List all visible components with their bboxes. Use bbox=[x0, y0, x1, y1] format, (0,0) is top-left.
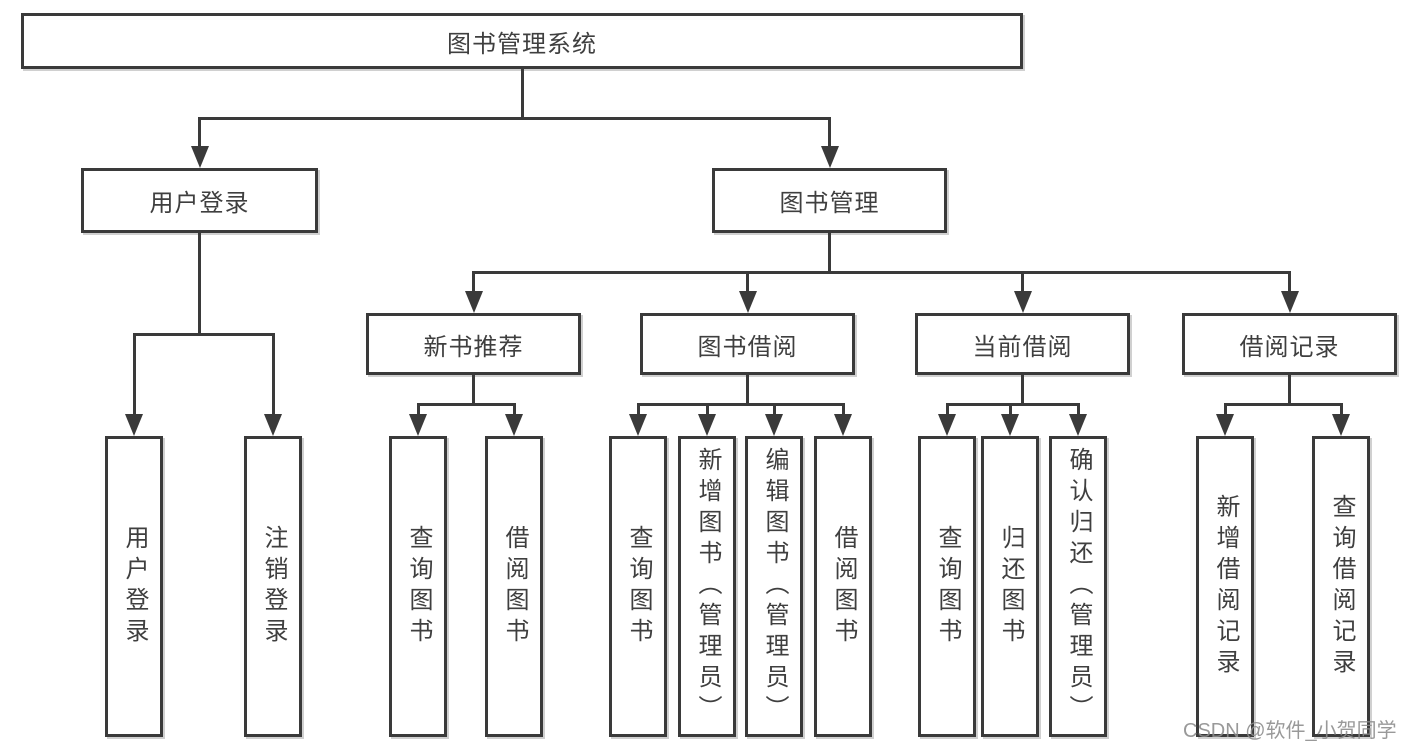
connector-line bbox=[828, 233, 831, 274]
connector-arrowhead bbox=[1001, 414, 1019, 436]
connector-arrowhead bbox=[1216, 414, 1234, 436]
leaf-query-books-recommend: 查询图书 bbox=[389, 436, 447, 737]
connector-line bbox=[1288, 375, 1291, 406]
connector-line bbox=[520, 69, 524, 119]
connector-arrowhead bbox=[505, 414, 523, 436]
connector-line bbox=[945, 403, 949, 414]
node-label: 新增借阅记录 bbox=[1212, 493, 1239, 680]
connector-line bbox=[1223, 403, 1227, 414]
node-book-borrowing: 图书借阅 bbox=[640, 313, 855, 375]
node-label: 用户登录 bbox=[149, 190, 250, 217]
node-label: 借阅记录 bbox=[1239, 333, 1340, 361]
connector-line bbox=[198, 117, 831, 120]
node-label: 新增图书（管理员） bbox=[694, 447, 721, 726]
connector-line bbox=[705, 403, 709, 414]
leaf-query-borrow-record: 查询借阅记录 bbox=[1312, 436, 1370, 737]
connector-line bbox=[772, 403, 776, 414]
connector-line bbox=[746, 271, 749, 291]
node-label: 注销登录 bbox=[260, 524, 287, 649]
connector-line bbox=[132, 333, 136, 414]
leaf-query-books-current: 查询图书 bbox=[918, 436, 976, 737]
leaf-confirm-return-admin: 确认归还（管理员） bbox=[1049, 436, 1107, 737]
connector-line bbox=[472, 271, 1291, 274]
connector-arrowhead bbox=[1332, 414, 1350, 436]
connector-line bbox=[636, 403, 845, 406]
connector-line bbox=[828, 117, 831, 146]
connector-arrowhead bbox=[264, 414, 282, 436]
connector-arrowhead bbox=[464, 291, 483, 313]
node-label: 图书管理系统 bbox=[447, 30, 597, 58]
connector-line bbox=[132, 333, 275, 336]
connector-line bbox=[841, 403, 845, 414]
node-new-book-recommendation: 新书推荐 bbox=[366, 313, 581, 375]
node-label: 借阅图书 bbox=[501, 524, 528, 649]
node-borrowing-records: 借阅记录 bbox=[1182, 313, 1397, 375]
node-label: 查询借阅记录 bbox=[1328, 493, 1355, 680]
connector-line bbox=[1288, 271, 1291, 291]
leaf-add-borrow-record: 新增借阅记录 bbox=[1196, 436, 1254, 737]
connector-line bbox=[1076, 403, 1080, 414]
leaf-logout: 注销登录 bbox=[244, 436, 302, 737]
connector-arrowhead bbox=[698, 414, 716, 436]
connector-line bbox=[1021, 271, 1024, 291]
node-label: 图书管理 bbox=[779, 190, 880, 217]
node-book-management: 图书管理 bbox=[712, 168, 947, 233]
leaf-user-login: 用户登录 bbox=[105, 436, 163, 737]
connector-arrowhead bbox=[629, 414, 647, 436]
leaf-edit-book-admin: 编辑图书（管理员） bbox=[745, 436, 803, 737]
connector-line bbox=[271, 333, 275, 414]
connector-line bbox=[512, 403, 516, 414]
connector-line bbox=[416, 403, 516, 406]
leaf-add-book-admin: 新增图书（管理员） bbox=[678, 436, 736, 737]
node-label: 查询图书 bbox=[625, 524, 652, 649]
connector-line bbox=[198, 233, 201, 336]
node-label: 新书推荐 bbox=[423, 333, 524, 361]
connector-arrowhead bbox=[938, 414, 956, 436]
watermark: CSDN @软件_小贺同学 bbox=[1183, 720, 1397, 742]
connector-line bbox=[1339, 403, 1343, 414]
connector-arrowhead bbox=[765, 414, 783, 436]
connector-line bbox=[472, 271, 475, 291]
connector-line bbox=[416, 403, 420, 414]
leaf-return-books: 归还图书 bbox=[981, 436, 1039, 737]
node-user-login: 用户登录 bbox=[81, 168, 318, 233]
connector-arrowhead bbox=[125, 414, 143, 436]
connector-arrowhead bbox=[820, 146, 839, 168]
connector-line bbox=[198, 117, 201, 146]
connector-line bbox=[746, 375, 749, 406]
connector-line bbox=[945, 403, 1080, 406]
node-label: 查询图书 bbox=[934, 524, 961, 649]
node-label: 确认归还（管理员） bbox=[1065, 447, 1092, 726]
node-label: 用户登录 bbox=[121, 524, 148, 649]
connector-arrowhead bbox=[1013, 291, 1032, 313]
node-label: 编辑图书（管理员） bbox=[761, 447, 788, 726]
node-label: 查询图书 bbox=[405, 524, 432, 649]
node-label: 归还图书 bbox=[997, 524, 1024, 649]
connector-arrowhead bbox=[738, 291, 757, 313]
connector-arrowhead bbox=[190, 146, 209, 168]
leaf-borrow-books: 借阅图书 bbox=[814, 436, 872, 737]
node-library-management-system: 图书管理系统 bbox=[21, 13, 1023, 69]
node-label: 借阅图书 bbox=[830, 524, 857, 649]
connector-line bbox=[1021, 375, 1024, 406]
connector-line bbox=[1223, 403, 1343, 406]
connector-line bbox=[472, 375, 475, 406]
connector-arrowhead bbox=[834, 414, 852, 436]
leaf-borrow-books-recommend: 借阅图书 bbox=[485, 436, 543, 737]
node-label: 图书借阅 bbox=[697, 333, 798, 361]
connector-line bbox=[636, 403, 640, 414]
connector-arrowhead bbox=[409, 414, 427, 436]
connector-arrowhead bbox=[1280, 291, 1299, 313]
connector-line bbox=[1008, 403, 1012, 414]
node-current-borrowing: 当前借阅 bbox=[915, 313, 1130, 375]
leaf-query-books-borrow: 查询图书 bbox=[609, 436, 667, 737]
connector-arrowhead bbox=[1069, 414, 1087, 436]
node-label: 当前借阅 bbox=[972, 333, 1073, 361]
